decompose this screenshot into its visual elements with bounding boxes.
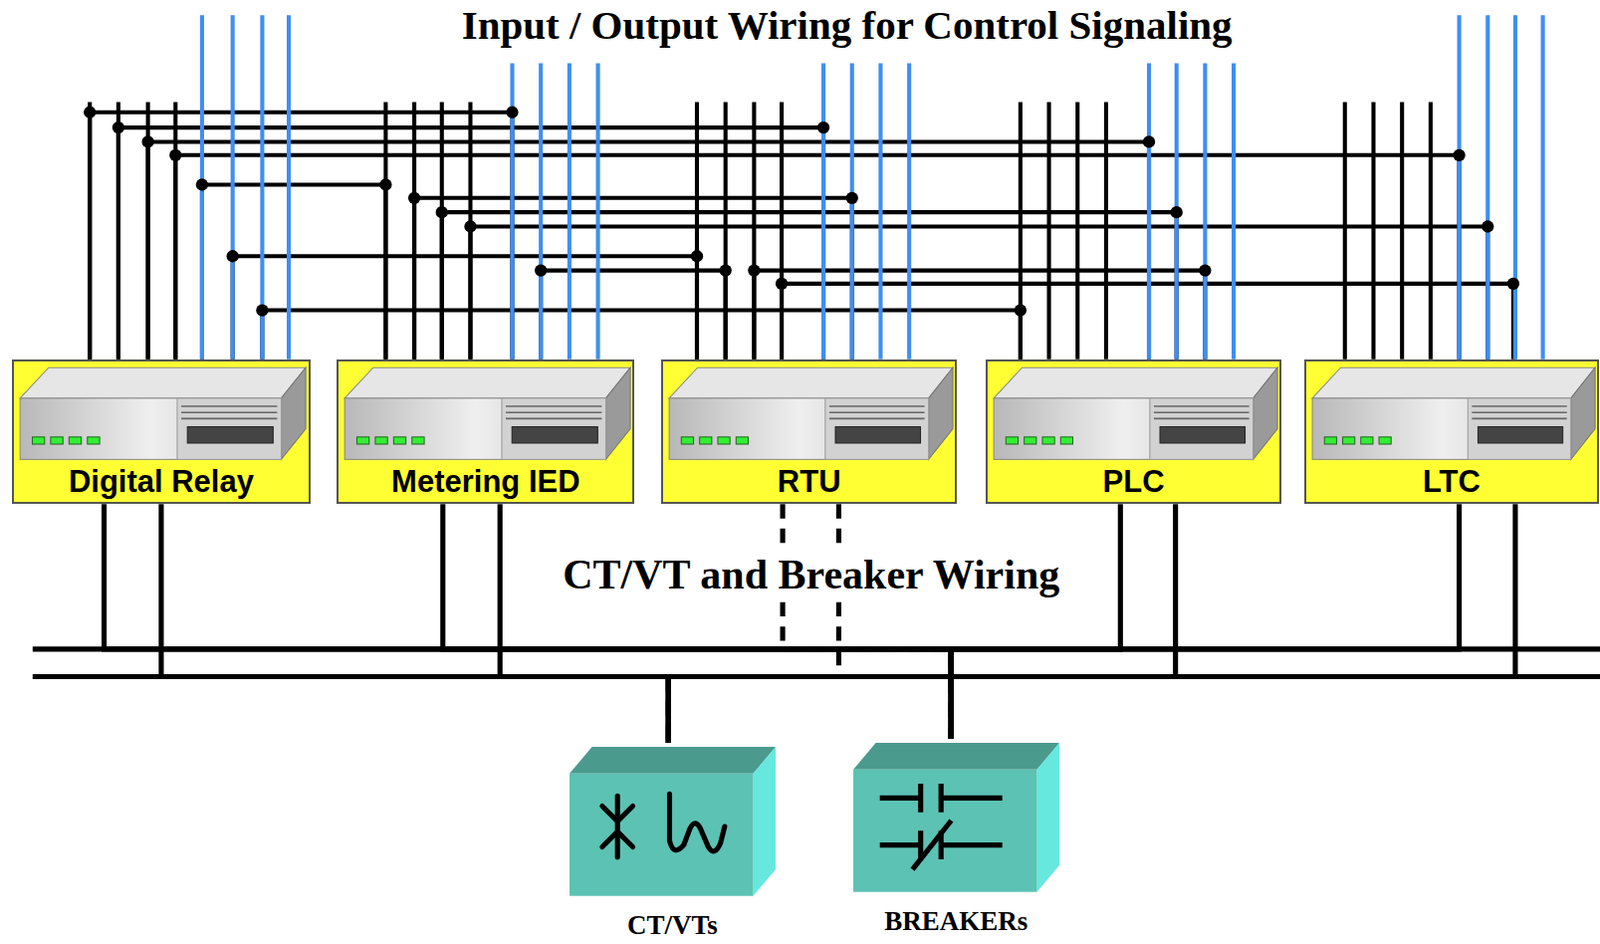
bus-lines [32,649,1600,678]
junction-dot [1014,303,1027,316]
junction-dot [141,135,154,148]
junction-dot [255,303,268,316]
ct-vt-box [567,742,778,899]
ct-breaker-wire [443,503,951,739]
junction-dot [719,263,732,276]
junction-dot [463,220,476,232]
ct-breaker-wire [782,503,951,739]
ct-breaker-wire [668,503,1516,743]
junction-dot [227,249,239,262]
device-box: PLC [985,359,1282,505]
device-box: LTC [1304,359,1600,505]
control-wire [414,198,853,360]
junction-dot [505,106,518,119]
junction-dot [1170,206,1183,219]
junction-dot [379,178,392,191]
node-label: Digital Relay [68,464,254,499]
junction-dot [534,263,547,276]
junction-dot [1507,277,1520,290]
node-label: RTU [777,464,842,499]
junction-dot [775,277,788,290]
junction-dot [846,192,859,205]
breaker-box [851,738,1062,895]
junction-dot [747,263,760,276]
device-illustration [663,361,959,463]
control-wire [261,310,1020,360]
junction-dot [83,106,96,119]
node-label: PLC [1103,464,1165,499]
node-label: CT/VTs [627,911,718,941]
device-illustration [987,361,1284,463]
equipment-box: BREAKERs [851,738,1062,939]
label-box: CT/VT and Breaker Wiring [554,550,1068,599]
control-wire [148,141,1149,359]
io-wire-stubs [89,101,1431,359]
device-illustration [13,361,312,463]
control-wire [469,227,1488,360]
node-label: LTC [1422,464,1481,499]
control-wire [202,185,386,360]
junction-dot [1481,220,1494,232]
ct-breaker-wire [950,503,1121,739]
device-box: Metering IED [336,359,635,505]
junction-dot [817,121,830,134]
device-illustration [1306,361,1600,463]
ct-breaker-wire [499,503,669,743]
node-label: Metering IED [391,464,580,499]
ct-breaker-wire [668,503,839,743]
junction-dot [436,206,449,219]
node-label: BREAKERs [884,907,1028,937]
ct-breaker-wire [104,503,952,739]
junction-dot [169,149,182,162]
ct-breaker-wire [161,503,669,743]
junction-dot [112,121,125,134]
ct-breaker-wire [668,503,1175,743]
title-box: Input / Output Wiring for Control Signal… [461,1,1233,49]
diagram-title: Input / Output Wiring for Control Signal… [461,1,1233,48]
output-wires [202,14,1544,359]
junction-dot [408,192,421,205]
junction-dot [1198,263,1211,276]
junction-dot [1142,135,1155,148]
device-box: RTU [661,359,957,505]
junction-dot [1452,149,1465,162]
junction-dot [196,178,209,191]
control-wire [175,155,1459,360]
control-wire [89,112,512,360]
wiring-label: CT/VT and Breaker Wiring [562,551,1060,598]
device-illustration [338,361,637,463]
ct-breaker-wire [950,503,1459,739]
device-box: Digital Relay [11,359,310,505]
junction-dot [690,249,703,262]
equipment-box: CT/VTs [567,742,778,943]
